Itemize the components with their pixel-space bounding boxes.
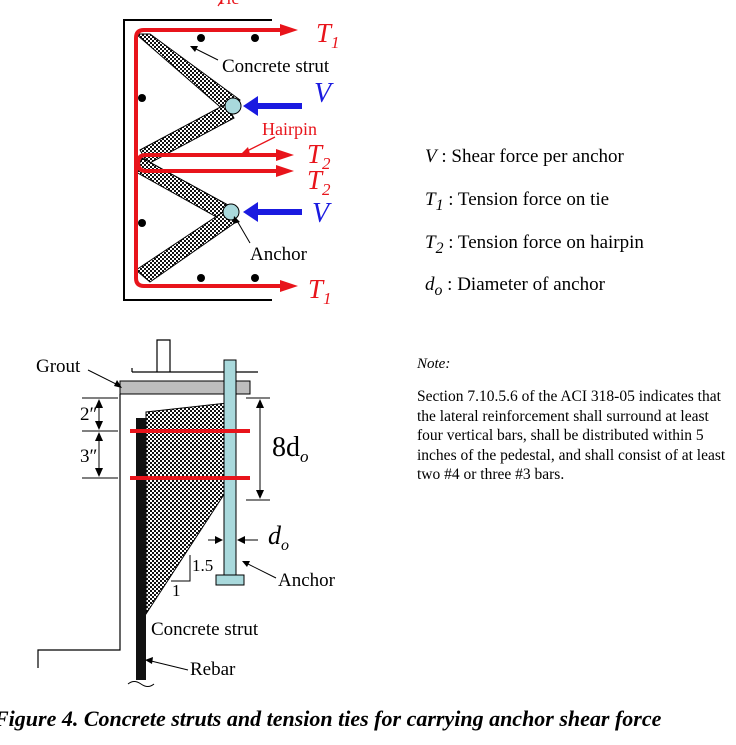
strut-leader-head <box>190 46 198 52</box>
rebar-leader <box>146 659 189 671</box>
legend-symbol: V <box>425 146 437 167</box>
t1-top-arrowhead <box>280 24 298 36</box>
legend-symbol: T <box>425 231 436 253</box>
hairpin <box>135 153 276 173</box>
concrete-strut <box>135 157 229 221</box>
anchor-leader-head <box>242 561 250 567</box>
hairpin-leader <box>244 136 276 153</box>
legend-text: : Shear force per anchor <box>441 146 624 167</box>
note-title: Note: <box>417 356 451 372</box>
figure-caption: Figure 4. Concrete struts and tension ti… <box>0 706 662 731</box>
anchor-label-bottom: Anchor <box>278 570 336 591</box>
top-diagram: Tie T1 Concrete strut V Hairpin T2 T2 V … <box>123 0 340 308</box>
v-arrow-head <box>243 202 258 222</box>
legend-text: : Tension force on tie <box>448 188 610 210</box>
legend-sub: 2 <box>435 239 444 257</box>
legend-item: T1 : Tension force on tie <box>425 181 725 224</box>
anchor-circle <box>224 97 242 115</box>
t2-lower-label: T2 <box>307 165 331 199</box>
v-arrow-shaft <box>258 103 302 109</box>
tie-leader <box>217 0 223 7</box>
dim-arrowhead <box>256 399 264 408</box>
do-arrowhead <box>237 536 245 544</box>
legend-symbol: d <box>425 274 435 296</box>
legend-text: : Tension force on hairpin <box>448 231 644 253</box>
legend-sub: 1 <box>435 196 444 214</box>
do-label: do <box>268 521 289 554</box>
rebar-dot <box>197 34 205 42</box>
v-label-top: V <box>314 78 334 109</box>
rebar-dot <box>197 274 205 282</box>
concrete-strut <box>135 209 237 283</box>
strut-leader <box>193 47 219 61</box>
legend-item: V : Shear force per anchor <box>425 138 725 181</box>
tie-bar <box>130 429 250 433</box>
dim-2in-label: 2″ <box>80 404 97 425</box>
t1-bottom-label: T1 <box>308 274 332 308</box>
rebar-label: Rebar <box>190 659 236 680</box>
concrete-outline <box>123 19 272 301</box>
note-body: Section 7.10.5.6 of the ACI 318-05 indic… <box>417 388 726 483</box>
bottom-concrete-strut-label: Concrete strut <box>151 619 259 640</box>
rebar <box>136 418 146 680</box>
note: Note: Section 7.10.5.6 of the ACI 318-05… <box>417 356 727 485</box>
dim-arrowhead <box>95 399 103 408</box>
anchor-circle <box>222 203 240 221</box>
dim-arrowhead <box>95 432 103 441</box>
concrete-strut <box>134 33 241 113</box>
dim-arrowhead <box>95 468 103 477</box>
hairpin-label: Hairpin <box>262 119 317 139</box>
rebar-dot <box>138 94 146 102</box>
concrete-strut-label: Concrete strut <box>222 56 330 77</box>
grout-leader <box>87 369 121 387</box>
rebar-leader-head <box>145 657 153 664</box>
legend-item: T2 : Tension force on hairpin <box>425 224 725 267</box>
dim-8do-label: 8do <box>272 432 309 466</box>
slope-run-label: 1 <box>172 581 181 600</box>
anchor-head <box>215 574 245 586</box>
pedestal-outline <box>37 394 121 668</box>
rebar-dot <box>138 219 146 227</box>
bottom-diagram: Grout 2″ 3″ 8do do 1.5 1 Anchor Concrete… <box>36 339 336 687</box>
tie-label: Tie <box>216 0 239 8</box>
rebar-dot <box>251 274 259 282</box>
anchor-leader <box>235 218 251 244</box>
slope-rise-label: 1.5 <box>192 556 213 575</box>
hairpin-leader-head <box>241 147 250 154</box>
v-arrow-head <box>243 96 258 116</box>
anchor-leader-head <box>233 216 240 224</box>
v-arrow-shaft <box>258 209 302 215</box>
anchor-leader <box>243 561 277 579</box>
tie <box>134 28 280 288</box>
tie-bar <box>130 476 250 480</box>
legend-text: : Diameter of anchor <box>447 274 605 296</box>
rebar-dot <box>251 34 259 42</box>
break-line <box>127 681 155 687</box>
legend-item: do : Diameter of anchor <box>425 266 725 309</box>
t2-lower-arrowhead <box>276 165 294 177</box>
t2-upper-label: T2 <box>307 139 331 173</box>
anchor-label-top: Anchor <box>250 244 308 265</box>
slope-triangle <box>171 555 191 582</box>
v-label-bottom: V <box>312 198 332 229</box>
t1-top-label: T1 <box>316 18 340 52</box>
base-plate-outline <box>156 339 171 372</box>
dim-3in-label: 3″ <box>80 446 97 467</box>
do-arrowhead <box>215 536 223 544</box>
legend: V : Shear force per anchor T1 : Tension … <box>425 138 725 309</box>
t2-upper-arrowhead <box>276 149 294 161</box>
grout-leader-head <box>114 380 122 388</box>
legend-sub: o <box>434 282 443 300</box>
legend-symbol: T <box>425 188 436 210</box>
dim-arrowhead <box>256 490 264 499</box>
anchor-bolt <box>223 359 237 576</box>
dim-arrowhead <box>95 421 103 430</box>
t1-bottom-arrowhead <box>280 280 298 292</box>
grout-label: Grout <box>36 356 81 377</box>
